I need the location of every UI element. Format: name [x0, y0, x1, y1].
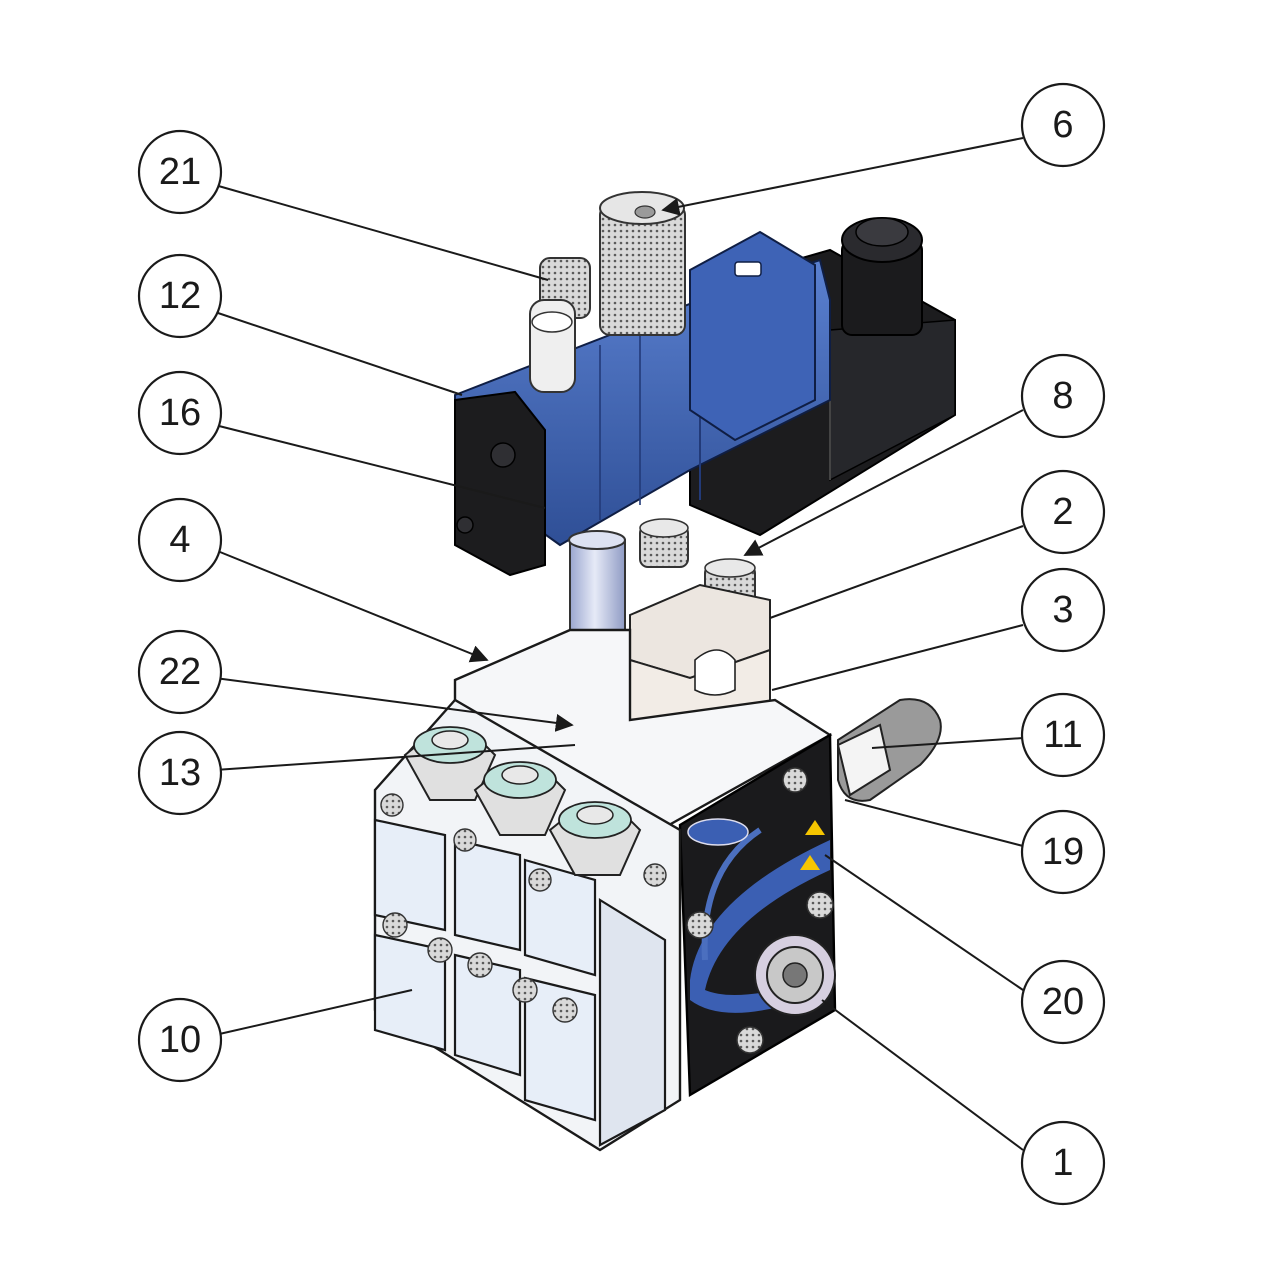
callout-13: 13	[137, 730, 223, 816]
leader-16	[214, 424, 546, 509]
callout-4: 4	[137, 497, 223, 583]
svg-text:2: 2	[1052, 491, 1073, 533]
leader-19	[844, 799, 1024, 847]
callout-20: 20	[1020, 959, 1106, 1045]
leader-21	[214, 184, 549, 281]
callout-16: 16	[137, 370, 223, 456]
leader-22	[214, 677, 574, 732]
leader-4	[214, 549, 489, 663]
svg-text:6: 6	[1052, 104, 1073, 146]
front-screws	[380, 793, 667, 1023]
callout-1: 1	[1020, 1120, 1106, 1206]
callout-19: 19	[1020, 809, 1106, 895]
svg-text:1: 1	[1052, 1142, 1073, 1184]
callout-12: 12	[137, 253, 223, 339]
svg-text:10: 10	[159, 1019, 201, 1061]
callout-11: 11	[1020, 692, 1106, 778]
svg-text:11: 11	[1043, 714, 1082, 756]
callout-22: 22	[137, 629, 223, 715]
leader-13	[214, 744, 576, 771]
coil-connector-knob	[841, 217, 923, 336]
solenoid-valve-assembly	[454, 191, 956, 577]
callout-8: 8	[1020, 353, 1106, 439]
leader-6	[661, 137, 1024, 216]
svg-text:19: 19	[1042, 831, 1084, 873]
svg-text:20: 20	[1042, 981, 1084, 1023]
svg-text:16: 16	[159, 392, 201, 434]
svg-text:3: 3	[1052, 589, 1073, 631]
push-in-fitting	[529, 257, 591, 393]
svg-text:12: 12	[159, 275, 201, 317]
leader-1	[821, 999, 1024, 1151]
callouts: 6 21 12 16 8 4 2 22	[137, 82, 1106, 1206]
callout-2: 2	[1020, 469, 1106, 555]
svg-text:4: 4	[169, 519, 190, 561]
adjustment-dial	[754, 934, 836, 1016]
valve-end-cap	[454, 390, 546, 577]
callout-6: 6	[1020, 82, 1106, 168]
leader-11	[871, 737, 1024, 749]
leader-20	[824, 854, 1024, 991]
svg-text:13: 13	[159, 752, 201, 794]
leader-8	[743, 409, 1024, 556]
leader-12	[214, 311, 463, 396]
callout-21: 21	[137, 129, 223, 215]
leader-10	[214, 989, 413, 1036]
pump-main-block	[373, 628, 837, 1152]
silencer-muffler	[599, 191, 686, 336]
svg-text:22: 22	[159, 651, 201, 693]
callout-3: 3	[1020, 567, 1106, 653]
svg-text:21: 21	[159, 151, 201, 193]
leader-2	[769, 525, 1024, 619]
leader-lines	[214, 137, 1024, 1151]
leader-3	[771, 624, 1024, 691]
callout-10: 10	[137, 997, 223, 1083]
side-inlet-fitting	[836, 698, 942, 802]
svg-text:8: 8	[1052, 375, 1073, 417]
